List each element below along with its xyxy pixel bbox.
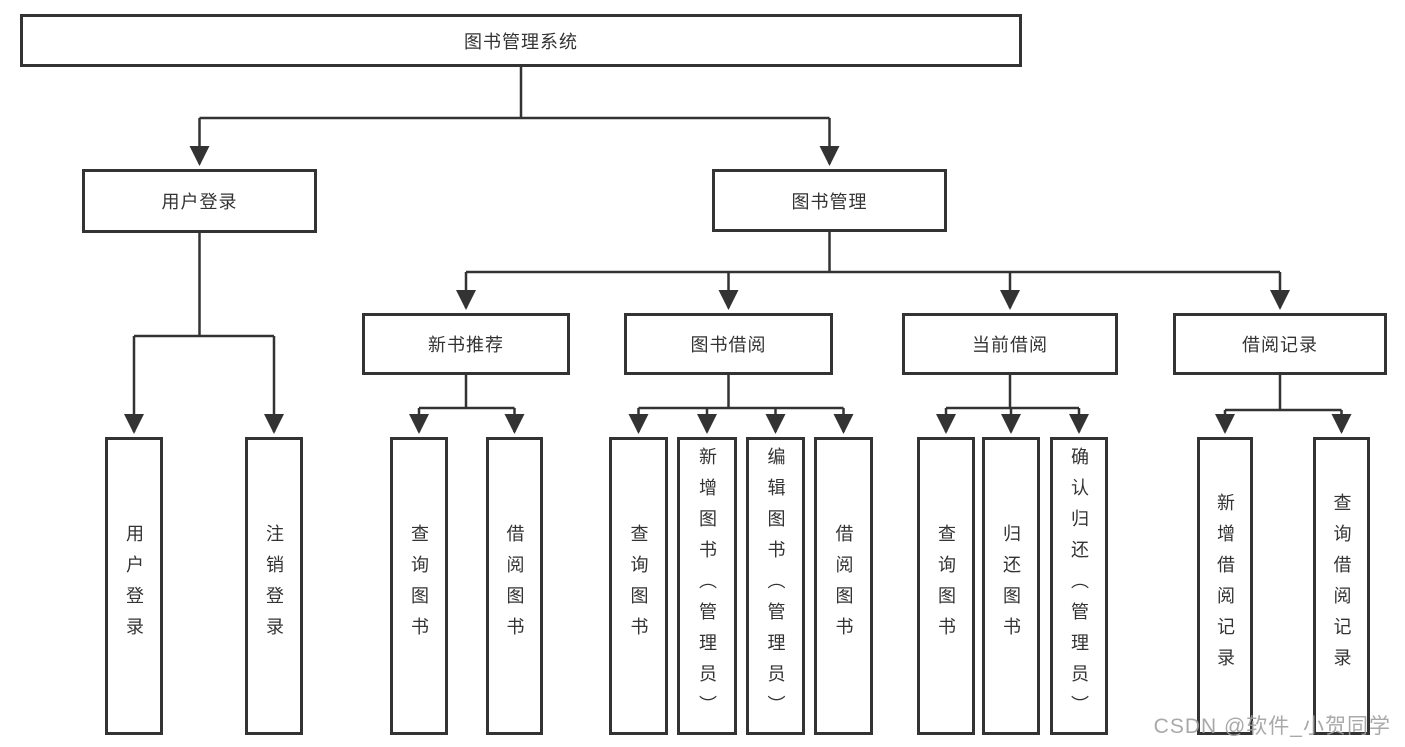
leaf-query-books-current: 查询图书 bbox=[917, 437, 975, 735]
leaf-user-login: 用户登录 bbox=[105, 437, 163, 735]
leaf-user-login-label: 用户登录 bbox=[124, 524, 144, 648]
leaf-borrow-books: 借阅图书 bbox=[814, 437, 873, 735]
csdn-watermark: CSDN @软件_小贺同学 bbox=[1153, 715, 1391, 738]
leaf-add-book-admin-label: 新增图书（管理员） bbox=[697, 446, 717, 726]
leaf-return-book: 归还图书 bbox=[982, 437, 1040, 735]
node-book-management-label: 图书管理 bbox=[791, 191, 868, 212]
node-borrow-records-label: 借阅记录 bbox=[1242, 335, 1318, 355]
leaf-query-books-borrow: 查询图书 bbox=[609, 437, 668, 735]
leaf-confirm-return-admin: 确认归还（管理员） bbox=[1050, 437, 1108, 735]
leaf-add-book-admin: 新增图书（管理员） bbox=[677, 437, 737, 735]
leaf-borrow-books-label: 借阅图书 bbox=[833, 524, 854, 648]
leaf-confirm-return-admin-label: 确认归还（管理员） bbox=[1069, 446, 1089, 726]
leaf-add-borrow-record: 新增借阅记录 bbox=[1197, 437, 1253, 735]
leaf-return-book-label: 归还图书 bbox=[1001, 524, 1021, 648]
node-current-borrow: 当前借阅 bbox=[902, 313, 1118, 375]
node-borrow-records: 借阅记录 bbox=[1173, 313, 1387, 375]
node-user-login-label: 用户登录 bbox=[161, 192, 238, 212]
leaf-query-borrow-record: 查询借阅记录 bbox=[1313, 437, 1370, 735]
leaf-borrow-books-recommend: 借阅图书 bbox=[486, 437, 543, 735]
leaf-query-books-recommend: 查询图书 bbox=[390, 437, 448, 735]
node-root-system-label: 图书管理系统 bbox=[464, 31, 578, 52]
leaf-add-borrow-record-label: 新增借阅记录 bbox=[1215, 493, 1235, 679]
node-new-book-recommend-label: 新书推荐 bbox=[428, 335, 504, 355]
leaf-query-books-borrow-label: 查询图书 bbox=[628, 524, 649, 648]
leaf-query-books-recommend-label: 查询图书 bbox=[409, 524, 429, 648]
leaf-logout-label: 注销登录 bbox=[264, 524, 284, 648]
node-book-management: 图书管理 bbox=[712, 169, 947, 232]
node-book-borrow-label: 图书借阅 bbox=[690, 335, 767, 355]
leaf-query-borrow-record-label: 查询借阅记录 bbox=[1331, 493, 1352, 679]
node-user-login: 用户登录 bbox=[82, 169, 317, 233]
leaf-query-books-current-label: 查询图书 bbox=[936, 524, 956, 648]
node-book-borrow: 图书借阅 bbox=[624, 313, 833, 375]
node-current-borrow-label: 当前借阅 bbox=[972, 335, 1048, 355]
node-new-book-recommend: 新书推荐 bbox=[362, 313, 570, 375]
leaf-logout: 注销登录 bbox=[245, 437, 303, 735]
leaf-edit-book-admin-label: 编辑图书（管理员） bbox=[765, 446, 786, 726]
node-root-system: 图书管理系统 bbox=[20, 14, 1022, 67]
leaf-edit-book-admin: 编辑图书（管理员） bbox=[746, 437, 805, 735]
leaf-borrow-books-recommend-label: 借阅图书 bbox=[504, 524, 525, 648]
